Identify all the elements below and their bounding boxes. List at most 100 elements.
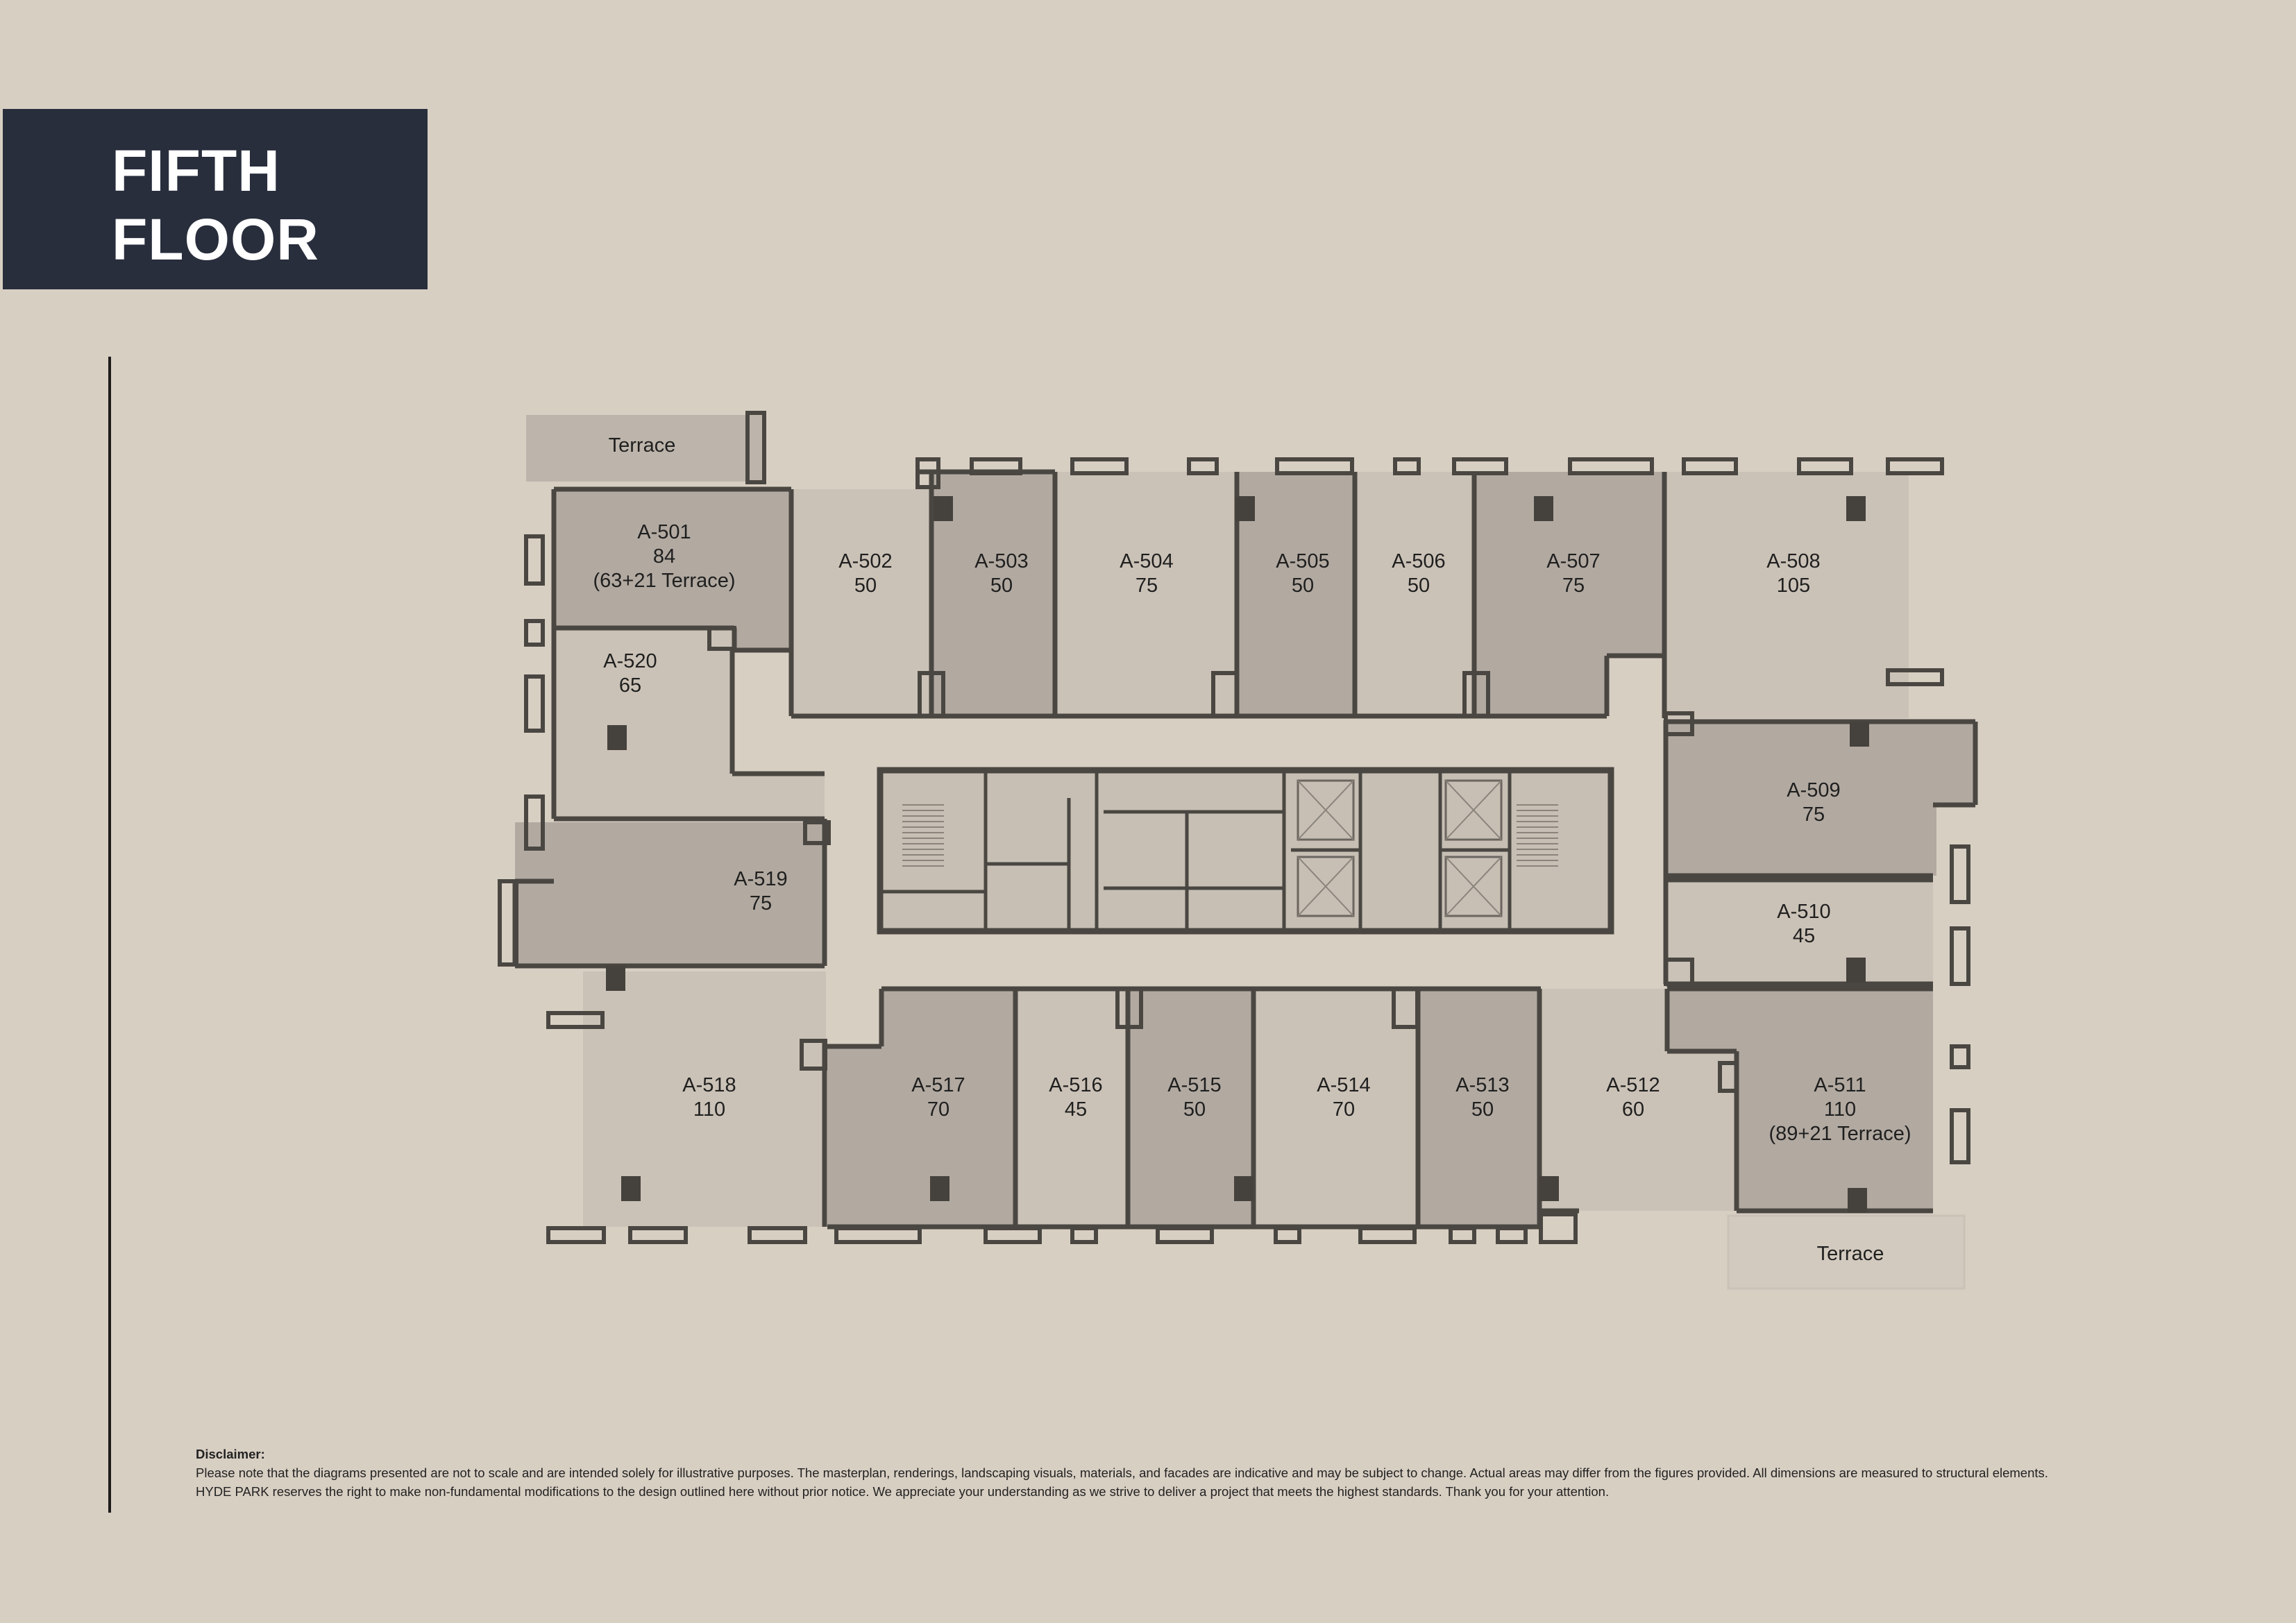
structural-column bbox=[1234, 1176, 1253, 1201]
unit-area: 50 bbox=[1292, 575, 1314, 597]
facade-window bbox=[1274, 1226, 1301, 1244]
floor-title-line-2: FLOOR bbox=[112, 207, 319, 272]
facade-window bbox=[1886, 668, 1944, 686]
unit-area: 75 bbox=[750, 892, 772, 915]
unit-a-515-area bbox=[1129, 989, 1253, 1227]
terrace-area-south-east bbox=[1727, 1214, 1966, 1290]
unit-area: 45 bbox=[1793, 925, 1815, 947]
facade-window bbox=[1950, 926, 1970, 986]
lift-shaft bbox=[1444, 856, 1503, 917]
unit-a-511-area bbox=[1667, 989, 1933, 1211]
facade-window bbox=[1187, 457, 1219, 475]
terrace-label-south-east: Terrace bbox=[1817, 1243, 1884, 1265]
lift-cross bbox=[1445, 780, 1502, 840]
terrace-label-north-west: Terrace bbox=[609, 434, 676, 457]
unit-area: 84 bbox=[653, 545, 675, 568]
unit-a-513-area bbox=[1419, 989, 1539, 1227]
unit-area: 50 bbox=[854, 575, 877, 597]
unit-a-520-area bbox=[554, 629, 825, 819]
structural-column bbox=[1848, 1188, 1867, 1213]
facade-window bbox=[970, 457, 1022, 475]
facade-window bbox=[1886, 457, 1944, 475]
unit-name: A-510 bbox=[1777, 901, 1830, 923]
facade-window bbox=[524, 619, 545, 647]
facade-window bbox=[524, 534, 545, 586]
facade-window bbox=[1950, 1044, 1970, 1069]
unit-area: 50 bbox=[1408, 575, 1430, 597]
facade-window bbox=[524, 794, 545, 851]
facade-window bbox=[800, 1039, 827, 1071]
facade-window bbox=[1211, 671, 1239, 718]
facade-window bbox=[1393, 457, 1421, 475]
facade-window bbox=[748, 1226, 807, 1244]
unit-a-505-label: A-505 50 bbox=[1276, 550, 1329, 597]
lift-shaft bbox=[1444, 779, 1503, 841]
unit-name: A-512 bbox=[1606, 1074, 1660, 1096]
unit-area: 75 bbox=[1803, 804, 1825, 826]
facade-window bbox=[707, 626, 736, 651]
unit-a-509-area bbox=[1667, 722, 1975, 876]
unit-a-519-area bbox=[515, 822, 825, 966]
unit-a-509-label: A-509 75 bbox=[1787, 779, 1840, 826]
facade-window bbox=[1070, 457, 1129, 475]
terrace-area-north-west bbox=[526, 415, 762, 482]
unit-area: 45 bbox=[1065, 1098, 1087, 1121]
vertical-divider bbox=[108, 357, 111, 1513]
disclaimer-heading: Disclaimer: bbox=[196, 1447, 265, 1461]
unit-area: 70 bbox=[1333, 1098, 1355, 1121]
structural-column bbox=[1539, 1176, 1559, 1201]
structural-column bbox=[606, 966, 625, 991]
facade-window bbox=[1950, 1108, 1970, 1164]
disclaimer-text-1: Please note that the diagrams presented … bbox=[196, 1465, 2048, 1480]
facade-window bbox=[1358, 1226, 1417, 1244]
facade-window bbox=[546, 1226, 606, 1244]
unit-a-507-label: A-507 75 bbox=[1546, 550, 1600, 597]
unit-name: A-503 bbox=[974, 550, 1028, 572]
unit-area: 75 bbox=[1562, 575, 1585, 597]
unit-name: A-505 bbox=[1276, 550, 1329, 572]
unit-area: 60 bbox=[1622, 1098, 1644, 1121]
unit-name: A-508 bbox=[1766, 550, 1820, 572]
unit-name: A-520 bbox=[603, 650, 657, 672]
structural-column bbox=[1846, 958, 1866, 983]
unit-name: A-515 bbox=[1167, 1074, 1221, 1096]
unit-a-518-area bbox=[583, 971, 826, 1227]
facade-window bbox=[1718, 1061, 1739, 1093]
unit-name: A-501 bbox=[637, 521, 691, 543]
structural-column bbox=[607, 725, 627, 750]
unit-area-breakdown: (89+21 Terrace) bbox=[1769, 1123, 1911, 1145]
unit-area: 50 bbox=[990, 575, 1013, 597]
unit-name: A-504 bbox=[1120, 550, 1173, 572]
unit-name: A-509 bbox=[1787, 779, 1840, 801]
facade-window bbox=[628, 1226, 688, 1244]
unit-name: A-514 bbox=[1317, 1074, 1370, 1096]
structural-column bbox=[1235, 496, 1255, 521]
unit-name: A-518 bbox=[682, 1074, 736, 1096]
unit-a-508-area bbox=[1666, 472, 1909, 718]
facade-window bbox=[1664, 958, 1694, 986]
facade-window bbox=[1462, 671, 1490, 718]
unit-a-503-area bbox=[933, 472, 1055, 716]
facade-window bbox=[1664, 711, 1694, 736]
facade-window bbox=[984, 1226, 1042, 1244]
structural-column bbox=[1850, 722, 1869, 747]
unit-name: A-507 bbox=[1546, 550, 1600, 572]
facade-window bbox=[1115, 987, 1143, 1029]
unit-area: 70 bbox=[927, 1098, 949, 1121]
unit-area: 110 bbox=[1824, 1098, 1856, 1121]
unit-area-breakdown: (63+21 Terrace) bbox=[593, 570, 736, 592]
unit-name: A-511 bbox=[1814, 1074, 1866, 1096]
facade-window bbox=[498, 879, 518, 967]
unit-area: 105 bbox=[1777, 575, 1810, 597]
